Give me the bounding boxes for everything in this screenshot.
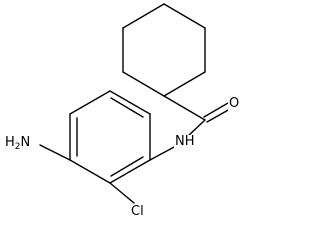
bond [163, 71, 206, 97]
bond [122, 3, 165, 29]
chlorine-label: Cl [130, 204, 145, 219]
bond [109, 90, 151, 115]
bond [39, 144, 71, 161]
amine-n: N [20, 135, 31, 150]
amine-h: H [5, 135, 15, 150]
amide-nh-label: NH [174, 134, 196, 149]
bond [69, 159, 111, 184]
amine-label: H2N [4, 135, 32, 152]
double-bond-line [203, 102, 229, 118]
amine-subscript: 2 [14, 142, 21, 152]
bond-drawing [39, 3, 231, 204]
bond [163, 3, 206, 29]
bond [149, 145, 177, 161]
carbonyl-group [163, 95, 231, 138]
bond [186, 119, 206, 138]
bond [109, 182, 135, 204]
bond [69, 90, 111, 115]
oxygen-label: O [228, 96, 241, 111]
cyclohexane-ring [122, 3, 206, 97]
bond [109, 159, 151, 184]
benzene-ring [69, 90, 151, 184]
double-bond-line [206, 108, 231, 123]
bond [122, 71, 165, 97]
aromatic-inner-line [110, 156, 144, 177]
bond [163, 95, 206, 121]
molecule-diagram: O NH H2N Cl [4, 3, 241, 219]
aromatic-inner-line [110, 97, 144, 118]
